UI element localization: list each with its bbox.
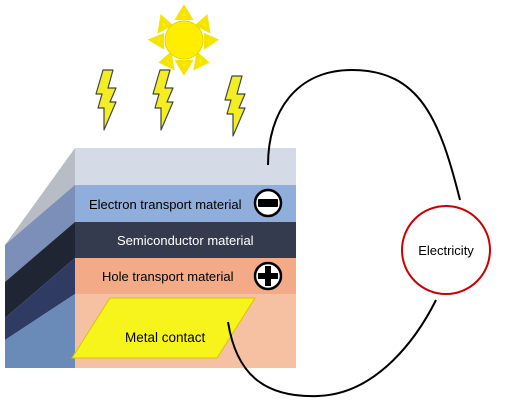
label-electron-transport: Electron transport material — [89, 197, 242, 212]
layer-side-electron — [5, 185, 75, 282]
label-semiconductor: Semiconductor material — [117, 233, 254, 248]
layer-side-hole — [5, 258, 75, 340]
minus-circle-icon — [253, 188, 283, 218]
sun-icon — [147, 4, 220, 76]
electricity-circle — [401, 205, 491, 295]
label-hole-transport: Hole transport material — [102, 269, 234, 284]
wire-top — [267, 68, 461, 201]
label-electricity: Electricity — [418, 243, 474, 258]
layer-side-base — [5, 294, 75, 368]
label-metal-contact: Metal contact — [125, 330, 206, 345]
plus-circle-icon — [253, 261, 283, 291]
layer-top-glass — [75, 148, 296, 185]
metal-contact-pad — [71, 297, 256, 359]
lightning-bolt-icon — [95, 69, 246, 137]
layer-semiconductor — [75, 222, 296, 258]
layer-side-semiconductor — [5, 222, 75, 318]
wire-bottom — [227, 299, 437, 398]
